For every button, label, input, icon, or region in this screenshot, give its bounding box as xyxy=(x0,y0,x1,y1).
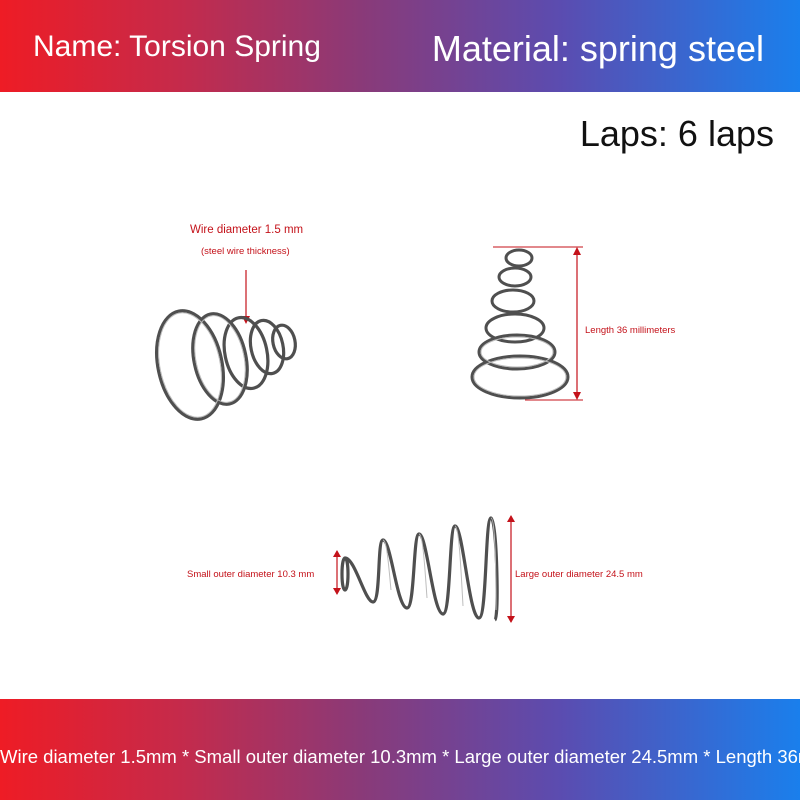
length-arrow-bottom xyxy=(573,392,581,400)
length-arrow-top xyxy=(573,247,581,255)
spring-coils xyxy=(155,309,297,421)
small-od-arrow-top xyxy=(333,550,341,557)
product-name: Name: Torsion Spring xyxy=(33,30,321,63)
bottom-banner xyxy=(0,699,800,800)
top-banner: Name: Torsion Spring Material: spring st… xyxy=(0,0,800,92)
spring-coils-highlight xyxy=(158,312,246,418)
spring-coils xyxy=(470,248,570,400)
large-od-arrow-bottom xyxy=(507,616,515,623)
length-label: Length 36 millimeters xyxy=(585,325,676,336)
spring-horizontal-view-image xyxy=(333,515,515,623)
spring-coils-highlight xyxy=(473,336,567,397)
small-od-arrow-bottom xyxy=(333,588,341,595)
spring-front-view-image xyxy=(470,246,583,401)
large-od-arrow-top xyxy=(507,515,515,522)
spring-coils xyxy=(340,516,499,622)
spec-summary: Wire diameter 1.5mm * Small outer diamet… xyxy=(0,746,800,767)
laps-label: Laps: 6 laps xyxy=(579,113,774,154)
small-outer-diameter-label: Small outer diameter 10.3 mm xyxy=(187,569,315,580)
wire-diameter-label: Wire diameter 1.5 mm xyxy=(190,224,304,236)
large-outer-diameter-label: Large outer diameter 24.5 mm xyxy=(515,569,643,580)
spring-coils-highlight xyxy=(382,517,497,611)
spring-side-view-image xyxy=(155,270,297,421)
wire-thickness-note: (steel wire thickness) xyxy=(201,246,290,257)
product-material: Material: spring steel xyxy=(431,28,764,69)
